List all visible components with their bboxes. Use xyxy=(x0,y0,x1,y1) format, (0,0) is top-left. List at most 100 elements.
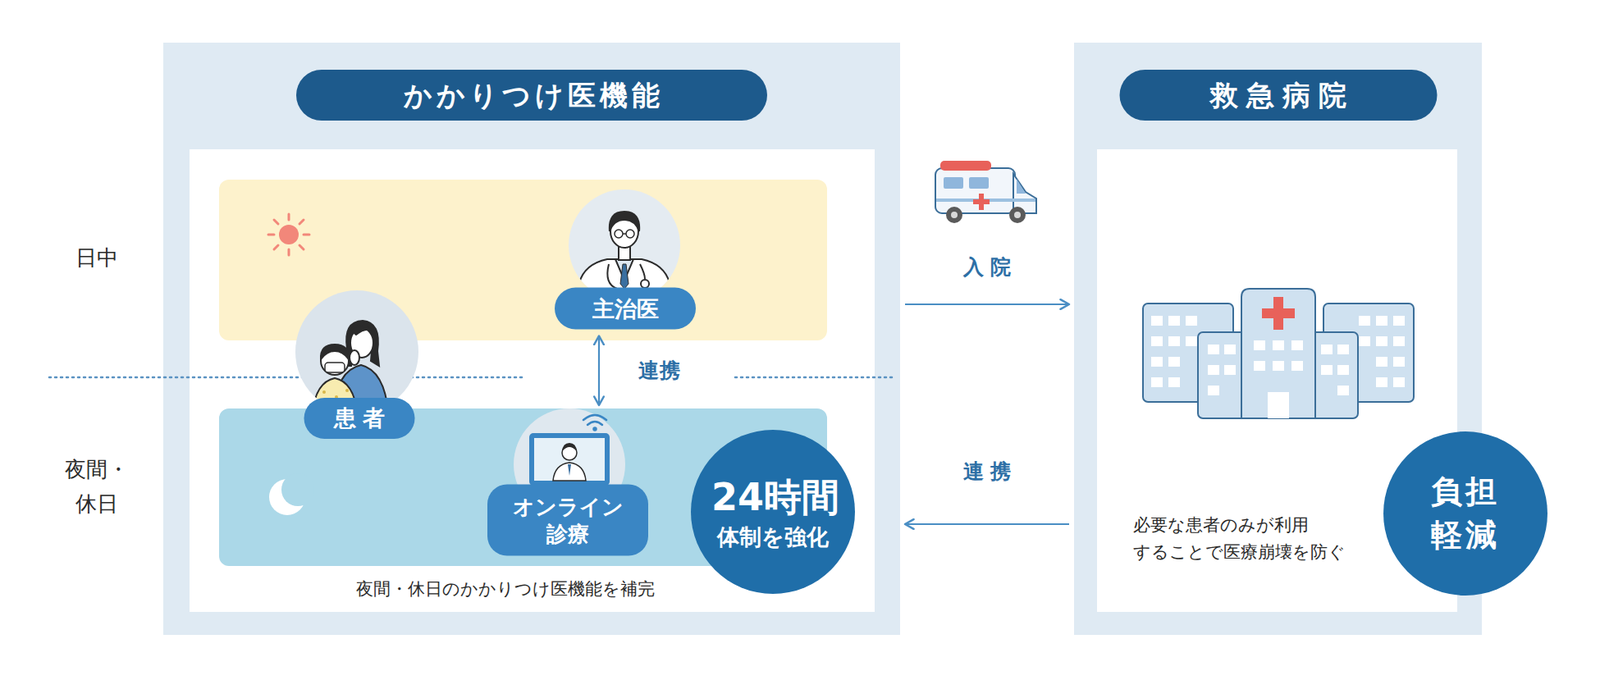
badge-circle: 24時間 体制を強化 xyxy=(690,429,855,595)
clinic-panel-illustration-part-part xyxy=(274,219,279,224)
clinic-panel-illustration-part xyxy=(281,473,315,507)
edge-label: 入院 xyxy=(955,254,1019,282)
hospital-panel-illustration-part xyxy=(1151,315,1405,419)
caption-note: 夜間・休日のかかりつけ医機能を補完 xyxy=(356,578,655,601)
hospital-panel-illustration-part-part xyxy=(1376,377,1388,388)
hospital-panel-illustration-part-part xyxy=(1142,303,1234,403)
hospital-panel-illustration-part-part xyxy=(1358,336,1371,347)
hospital-panel-illustration-part-part xyxy=(1321,344,1333,355)
patient-node-illustration-part-part xyxy=(349,350,360,366)
hospital-panel-illustration-part-part xyxy=(1376,336,1388,347)
hospital-panel-illustration-part-part xyxy=(1393,356,1405,367)
clinic-panel-illustration-part-part xyxy=(288,249,291,256)
hospital-panel-illustration-part-part xyxy=(1207,365,1220,375)
connector-arrow xyxy=(905,523,1070,526)
online-care-node: オンライン 診療 xyxy=(484,408,652,560)
ambulance-illustration-part xyxy=(1009,206,1026,224)
text-slot: 患者 xyxy=(304,397,416,439)
hospital-panel-illustration-part-part xyxy=(1393,336,1405,347)
hospital-panel-illustration-part-part xyxy=(1337,365,1349,375)
ambulance-illustration-part xyxy=(973,199,990,205)
doctor-node-illustration-part-part xyxy=(614,229,623,238)
hospital-panel-illustration-part-part xyxy=(1337,344,1349,355)
hospital-panel-illustration-part-part xyxy=(1151,336,1163,347)
patient-node-illustration-part-part xyxy=(324,362,345,373)
clinic-panel-illustration-part-part xyxy=(268,233,275,237)
online-care-node-illustration-part-part xyxy=(594,428,597,431)
online-care-node-illustration-part-part xyxy=(583,415,607,421)
hospital-panel-illustration-part-part xyxy=(1393,315,1405,326)
doctor-node-illustration-part-part xyxy=(640,264,645,279)
ambulance-illustration-part xyxy=(935,168,1015,214)
doctor-node: 主治医 xyxy=(551,189,700,334)
hospital-panel-illustration-part-part xyxy=(1291,340,1303,351)
doctor-node-illustration-part-part xyxy=(618,244,631,261)
hospital-panel-illustration-part-part xyxy=(1151,315,1163,326)
ambulance-illustration-part xyxy=(1014,211,1021,219)
hospital-panel-illustration-part-part xyxy=(1323,303,1414,403)
row-label: 日中 xyxy=(75,244,119,273)
clinic-panel-illustration-part xyxy=(269,479,306,516)
ambulance-illustration-part xyxy=(950,211,958,219)
hospital-panel-illustration-part-part xyxy=(1168,356,1180,367)
patient-node-illustration-part-part xyxy=(344,320,380,366)
patient-node-illustration-part xyxy=(295,290,419,414)
doctor-node-illustration-part xyxy=(568,189,681,302)
patient-node-illustration-part-part xyxy=(320,347,349,375)
doctor-node-illustration-part-part xyxy=(607,264,618,289)
patient-node-illustration-part-part-part xyxy=(345,388,349,393)
patient-node-illustration-part-part-part xyxy=(322,390,326,394)
doctor-node-illustration-part-part xyxy=(640,279,650,288)
doctor-node-illustration-part-part xyxy=(622,233,627,235)
clinic-panel-illustration-part xyxy=(735,376,896,380)
hospital-panel-illustration-part-part xyxy=(1197,332,1358,419)
clinic-panel-illustration-part-part xyxy=(299,245,304,250)
patient-node-illustration-part-part xyxy=(320,344,349,360)
text-slot: 必要な患者のみが利用 することで医療崩壊を防ぐ xyxy=(1133,512,1358,566)
ambulance-illustration-part xyxy=(940,160,992,171)
online-care-node-illustration-part xyxy=(567,464,572,476)
panel-title: かかりつけ医機能 xyxy=(296,69,768,121)
online-care-node-illustration-part xyxy=(562,445,577,461)
hospital-panel-illustration-part-part xyxy=(1376,356,1388,367)
online-care-node-illustration-part xyxy=(553,462,586,481)
doctor-node-illustration-part-part xyxy=(610,214,639,248)
text-slot: オンライン 診療 xyxy=(487,484,649,557)
hospital-panel-illustration-part xyxy=(1142,288,1414,419)
online-care-node-illustration-part xyxy=(562,443,577,452)
hospital-panel-illustration-part-part xyxy=(1168,377,1180,388)
text-slot: 連携 xyxy=(638,357,682,385)
hospital-panel-illustration-part-part xyxy=(1267,392,1290,419)
hospital-panel-illustration-part-part xyxy=(1241,288,1316,419)
hospital-panel-illustration-part-part xyxy=(1151,356,1163,367)
hospital-panel: 救急病院必要な患者のみが利用 することで医療崩壊を防ぐ負担 軽減 xyxy=(1074,42,1482,636)
badge-circle: 負担 軽減 xyxy=(1383,431,1548,596)
text-slot: 救急病院 xyxy=(1120,69,1438,121)
text-slot: かかりつけ医機能 xyxy=(296,69,768,121)
online-care-node-illustration-part xyxy=(529,433,610,486)
hospital-panel-illustration-part-part xyxy=(1168,315,1180,326)
hospital-panel-illustration-part-part xyxy=(1358,315,1371,326)
role-pill: 主治医 xyxy=(554,288,696,330)
text-slot: 入院 xyxy=(955,254,1019,282)
hospital-panel-illustration-part-part xyxy=(1168,336,1180,347)
hospital-panel-illustration-part-part xyxy=(1207,344,1220,355)
edge-label: 連携 xyxy=(955,458,1019,486)
clinic-panel-illustration-part xyxy=(49,376,526,380)
ambulance-illustration-part xyxy=(978,193,984,211)
clinic-panel-illustration-part xyxy=(219,179,828,341)
hospital-panel-illustration-part-part xyxy=(1253,361,1266,371)
edge-label: 連携 xyxy=(638,357,682,385)
online-care-node-illustration-part-part xyxy=(587,421,603,426)
patient-node: 患者 xyxy=(295,290,419,443)
role-pill: 患者 xyxy=(304,397,416,439)
hospital-panel-illustration-part-part xyxy=(1207,385,1220,396)
hospital-panel-illustration-part xyxy=(1273,297,1284,330)
doctor-node-illustration-part-part xyxy=(609,211,640,232)
hospital-panel-illustration-part-part xyxy=(1376,315,1388,326)
hospital-panel-illustration-part-part xyxy=(1291,361,1303,371)
clinic-panel-illustration-part-part xyxy=(299,219,304,224)
hospital-panel-illustration-part-part xyxy=(1272,340,1285,351)
